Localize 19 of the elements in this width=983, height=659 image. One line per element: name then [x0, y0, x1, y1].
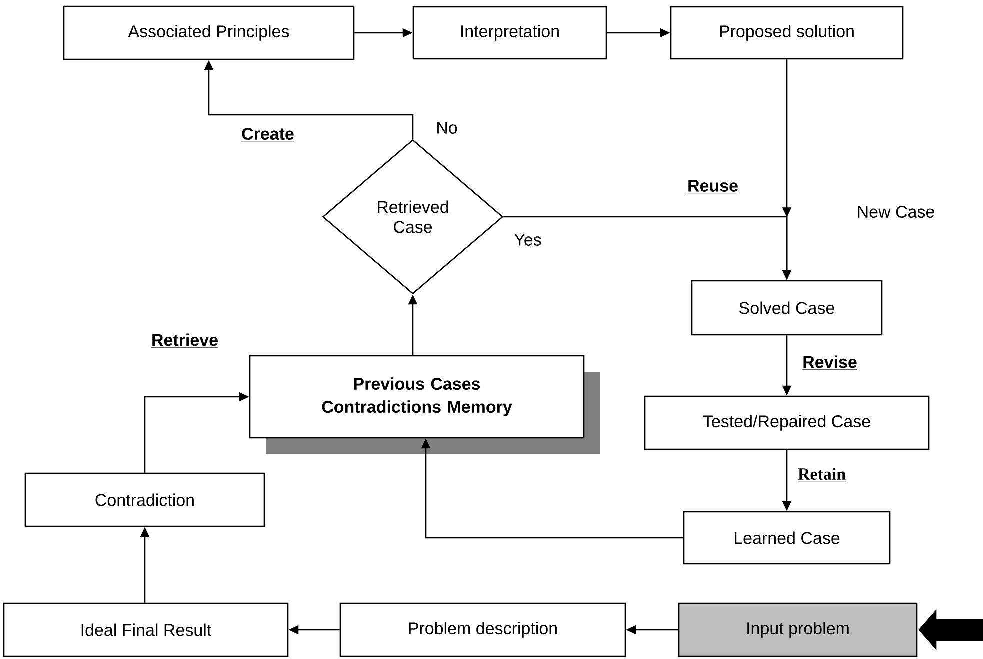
process-box: Contradiction — [24, 472, 266, 528]
edge-label: Revise — [802, 354, 858, 372]
process-box: Ideal Final Result — [3, 602, 289, 658]
process-box: Solved Case — [691, 280, 883, 336]
process-box: Proposed solution — [670, 6, 904, 60]
step-label: Retrieve — [151, 334, 219, 348]
process-box: Associated Principles — [63, 6, 355, 60]
process-box: Interpretation — [412, 6, 608, 60]
edge-label: Yes — [513, 233, 543, 247]
edge-label: No — [435, 121, 459, 135]
input-box: Input problem — [678, 602, 918, 658]
step-label: Reuse — [687, 180, 739, 194]
process-box: Tested/Repaired Case — [644, 396, 930, 450]
memory-box: Previous Cases Contradictions Memory — [249, 355, 600, 454]
process-box: Learned Case — [683, 511, 891, 565]
edge-label: Retain — [796, 467, 848, 483]
process-box: Problem description — [340, 602, 626, 658]
step-label: Create — [241, 128, 295, 142]
step-label: New Case — [858, 206, 934, 218]
